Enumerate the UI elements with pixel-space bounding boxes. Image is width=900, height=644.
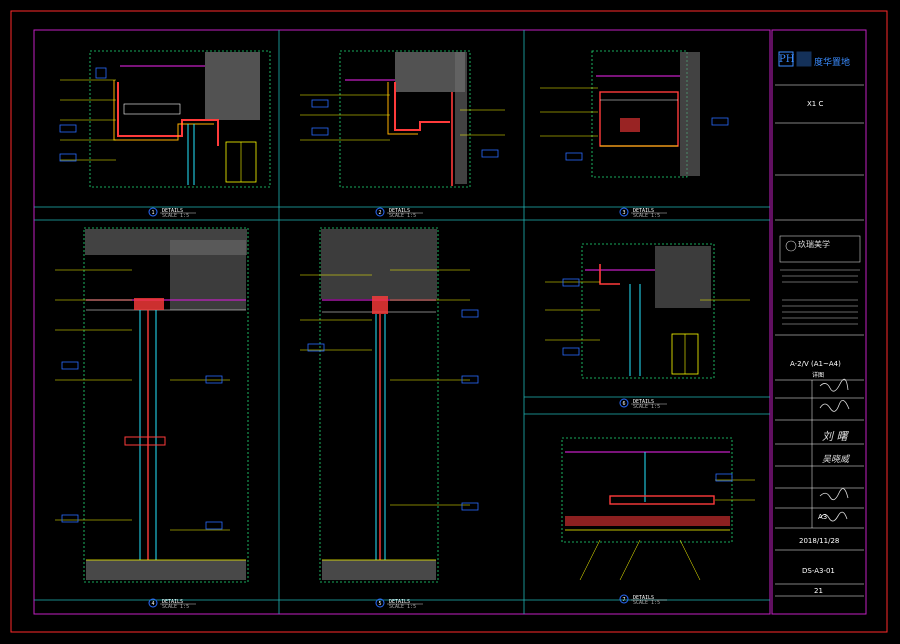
- detail-7: [561, 437, 755, 581]
- project-name-value: X1 C: [807, 100, 824, 108]
- detail-2: [300, 50, 505, 188]
- logo-primary: [778, 51, 812, 67]
- signer-4: 吴晓威: [822, 455, 850, 465]
- title-block: PH 度华置地 玖瑞美学 X1 C A-2/V (A1~A4) 详图 刘 曙 吴…: [772, 30, 866, 614]
- caption-5-title: DETAILS: [389, 599, 410, 605]
- detail-6: [545, 243, 750, 379]
- caption-1-num: 1: [152, 210, 155, 216]
- signer-3: 刘 曙: [822, 430, 848, 443]
- caption-4-scale: SCALE 1:5: [162, 604, 189, 610]
- date-value: 2018/11/28: [799, 537, 840, 545]
- logo-secondary-emblem: [779, 235, 861, 325]
- stage-value: A3: [818, 513, 828, 521]
- detail-3: [540, 50, 729, 178]
- caption-3-title: DETAILS: [633, 208, 654, 214]
- caption-3-num: 3: [623, 210, 626, 216]
- caption-2-num: 2: [379, 210, 382, 216]
- layout-grid: [34, 30, 770, 614]
- title-block-frame: [771, 29, 867, 615]
- caption-1-scale: SCALE 1:5: [162, 213, 189, 219]
- drawing-name-sub: 详图: [812, 372, 825, 379]
- caption-2-title: DETAILS: [389, 208, 410, 214]
- panel-frame: [33, 29, 771, 615]
- caption-4-title: DETAILS: [162, 599, 183, 605]
- caption-6-title: DETAILS: [633, 399, 654, 405]
- caption-5-scale: SCALE 1:5: [389, 604, 416, 610]
- title-block-rows: [775, 84, 864, 597]
- logo2-name: 玖瑞美学: [798, 240, 830, 249]
- caption-7-num: 7: [623, 597, 626, 603]
- caption-7-scale: SCALE 1:5: [633, 600, 660, 606]
- detail-1: [59, 50, 271, 188]
- signature-marks: [819, 378, 850, 522]
- caption-2-scale: SCALE 1:5: [389, 213, 416, 219]
- caption-5-num: 5: [379, 601, 382, 607]
- caption-6-num: 6: [623, 401, 626, 407]
- caption-1-title: DETAILS: [162, 208, 183, 214]
- detail-5: [300, 227, 479, 583]
- caption-6-scale: SCALE 1:5: [633, 404, 660, 410]
- caption-7-title: DETAILS: [633, 595, 654, 601]
- sheet-value: 21: [814, 587, 823, 595]
- drawing-name-value: A-2/V (A1~A4): [790, 360, 841, 368]
- caption-4-num: 4: [152, 601, 155, 607]
- outer-frame: [10, 10, 888, 633]
- logo-letters: PH: [779, 54, 795, 65]
- detail-4: [55, 227, 249, 583]
- logo-name: 度华置地: [814, 58, 851, 68]
- drawing-no-value: DS-A3-01: [802, 567, 835, 575]
- caption-3-scale: SCALE 1:5: [633, 213, 660, 219]
